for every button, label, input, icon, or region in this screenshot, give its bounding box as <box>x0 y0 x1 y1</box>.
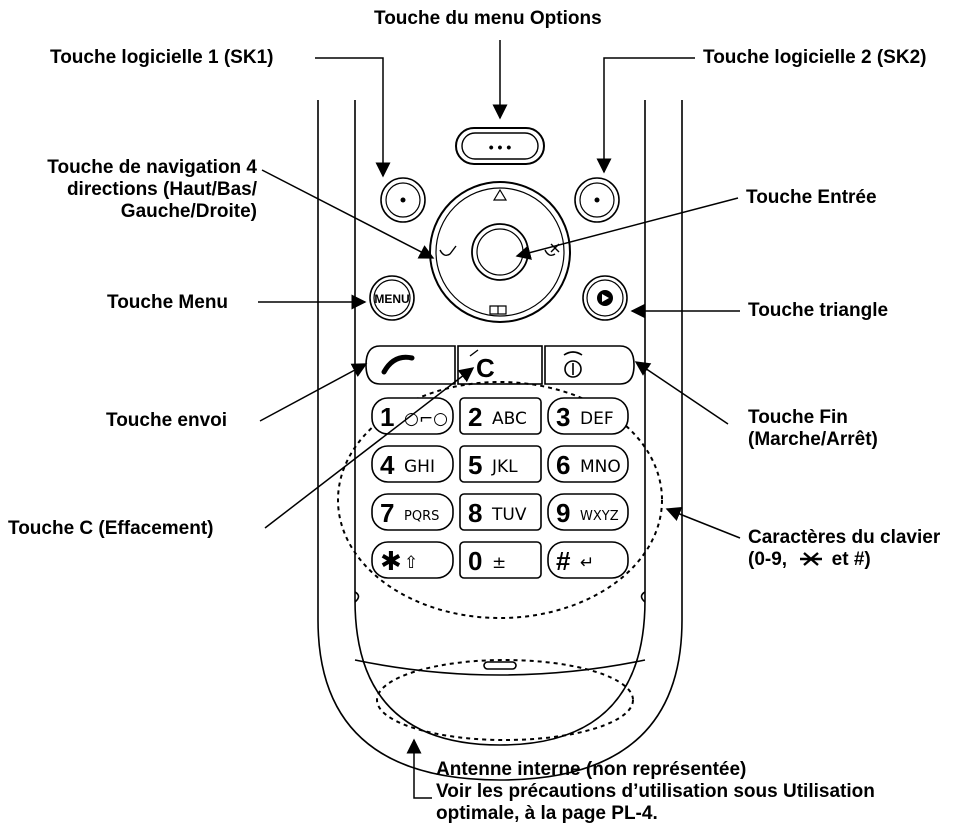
enter-key <box>471 223 529 281</box>
label-nav-key-line2: directions (Haut/Bas/ <box>66 179 257 200</box>
end-button[interactable] <box>544 345 635 385</box>
label-send-key: Touche envoi <box>106 410 228 431</box>
keypad-key-letters: DEF <box>580 409 614 429</box>
keypad-key-letters: PQRS <box>404 509 439 524</box>
keypad-dotted-outline <box>337 381 663 619</box>
keypad-key-letters: MNO <box>580 457 621 477</box>
keypad-key-digit: 3 <box>556 402 570 432</box>
keypad-key-4[interactable]: 4 GHI <box>371 445 454 483</box>
star-key-icon <box>800 552 823 566</box>
label-triangle-key: Touche triangle <box>748 300 889 321</box>
softkey2-button[interactable] <box>574 177 620 223</box>
keypad-key-digit: 7 <box>380 498 394 528</box>
keypad-key-6[interactable]: 6 MNO <box>547 445 629 483</box>
keypad-key-digit: 9 <box>556 498 570 528</box>
label-nav-key-line3: Gauche/Droite) <box>120 201 257 222</box>
keypad-key-11[interactable]: 0± <box>459 541 542 579</box>
triangle-button[interactable] <box>582 275 628 321</box>
keypad-key-digit: 2 <box>468 402 482 432</box>
label-nav-key: Touche de navigation 4 directions (Haut/… <box>0 157 257 223</box>
nav-down-icon <box>489 305 507 315</box>
keypad-key-letters: ± <box>492 553 506 573</box>
menu-button[interactable] <box>369 275 415 321</box>
keypad-key-5[interactable]: 5 JKL <box>459 445 542 483</box>
label-keypad-chars-line2a: (0-9, <box>748 549 788 570</box>
label-clear-key: Touche C (Effacement) <box>8 518 214 539</box>
nav-up-icon <box>492 188 508 201</box>
keypad-key-7[interactable]: 7 PQRS <box>371 493 454 531</box>
keypad-key-digit: 0 <box>468 546 482 576</box>
label-end-key: Touche Fin (Marche/Arrêt) <box>748 407 878 451</box>
keypad-key-letters: ○⌐○ <box>404 409 448 429</box>
keypad-key-12[interactable]: #↵ <box>547 541 629 579</box>
keypad-key-digit: 4 <box>380 450 395 480</box>
options-menu-button[interactable] <box>455 127 545 165</box>
keypad-key-digit: 8 <box>468 498 482 528</box>
options-button-glyph: • • • <box>489 139 512 155</box>
keypad-key-2[interactable]: 2 ABC <box>459 397 542 435</box>
keypad-key-8[interactable]: 8 TUV <box>459 493 542 531</box>
send-button[interactable] <box>365 345 456 385</box>
label-softkey1: Touche logicielle 1 (SK1) <box>50 47 274 68</box>
label-enter-key: Touche Entrée <box>746 187 877 208</box>
navigation-key[interactable] <box>429 181 571 323</box>
nav-left-icon <box>439 245 457 257</box>
keypad-key-letters: JKL <box>491 457 518 477</box>
label-end-key-line2: (Marche/Arrêt) <box>748 429 878 450</box>
keypad-key-digit: 6 <box>556 450 570 480</box>
keypad-key-3[interactable]: 3 DEF <box>547 397 629 435</box>
label-antenna-line1: Antenne interne (non représentée) <box>436 759 747 780</box>
phone-body <box>317 100 683 781</box>
label-end-key-line1: Touche Fin <box>748 407 848 428</box>
menu-button-label: MENU <box>374 292 409 306</box>
label-antenna-line2: Voir les précautions d’utilisation sous … <box>436 781 875 802</box>
keypad-key-9[interactable]: 9 WXYZ <box>547 493 629 531</box>
keypad-key-letters: ABC <box>492 409 527 429</box>
label-antenna: Antenne interne (non représentée) Voir l… <box>436 759 875 825</box>
keypad-key-digit: 5 <box>468 450 482 480</box>
label-keypad-chars-line1: Caractères du clavier <box>748 527 941 548</box>
keypad-key-letters: TUV <box>491 505 527 525</box>
keypad-key-letters: WXYZ <box>580 509 619 524</box>
keypad: 1 ○⌐○ 2 ABC 3 DEF 4 GHI 5 JKL 6 MNO 7 PQRS 8 TUV 9 WXYZ ✱⇧… <box>371 397 629 579</box>
keypad-key-letters: ⇧ <box>404 553 418 573</box>
svg-text:C: C <box>476 353 495 383</box>
keypad-key-letters: ↵ <box>580 553 594 573</box>
label-options-menu-key: Touche du menu Options <box>374 8 602 29</box>
keypad-key-1[interactable]: 1 ○⌐○ <box>371 397 454 435</box>
keypad-key-digit: 1 <box>380 402 394 432</box>
keypad-key-digit: ✱ <box>380 546 402 576</box>
clear-button[interactable]: C <box>457 345 543 385</box>
phone-send-icon <box>381 354 415 375</box>
keypad-key-digit: # <box>556 546 571 576</box>
label-softkey2: Touche logicielle 2 (SK2) <box>703 47 927 68</box>
label-keypad-chars-line2b: et #) <box>831 549 871 570</box>
label-keypad-chars: Caractères du clavier (0-9, et #) <box>748 527 940 571</box>
keypad-key-letters: GHI <box>404 457 435 477</box>
keypad-key-10[interactable]: ✱⇧ <box>371 541 454 579</box>
leader-lines <box>258 40 741 799</box>
softkey1-button[interactable] <box>380 177 426 223</box>
power-icon <box>564 360 582 378</box>
label-antenna-line3: optimale, à la page PL-4. <box>436 803 658 824</box>
antenna-dotted-outline <box>376 659 634 741</box>
label-menu-key: Touche Menu <box>107 292 229 313</box>
label-nav-key-line1: Touche de navigation 4 <box>47 157 257 178</box>
